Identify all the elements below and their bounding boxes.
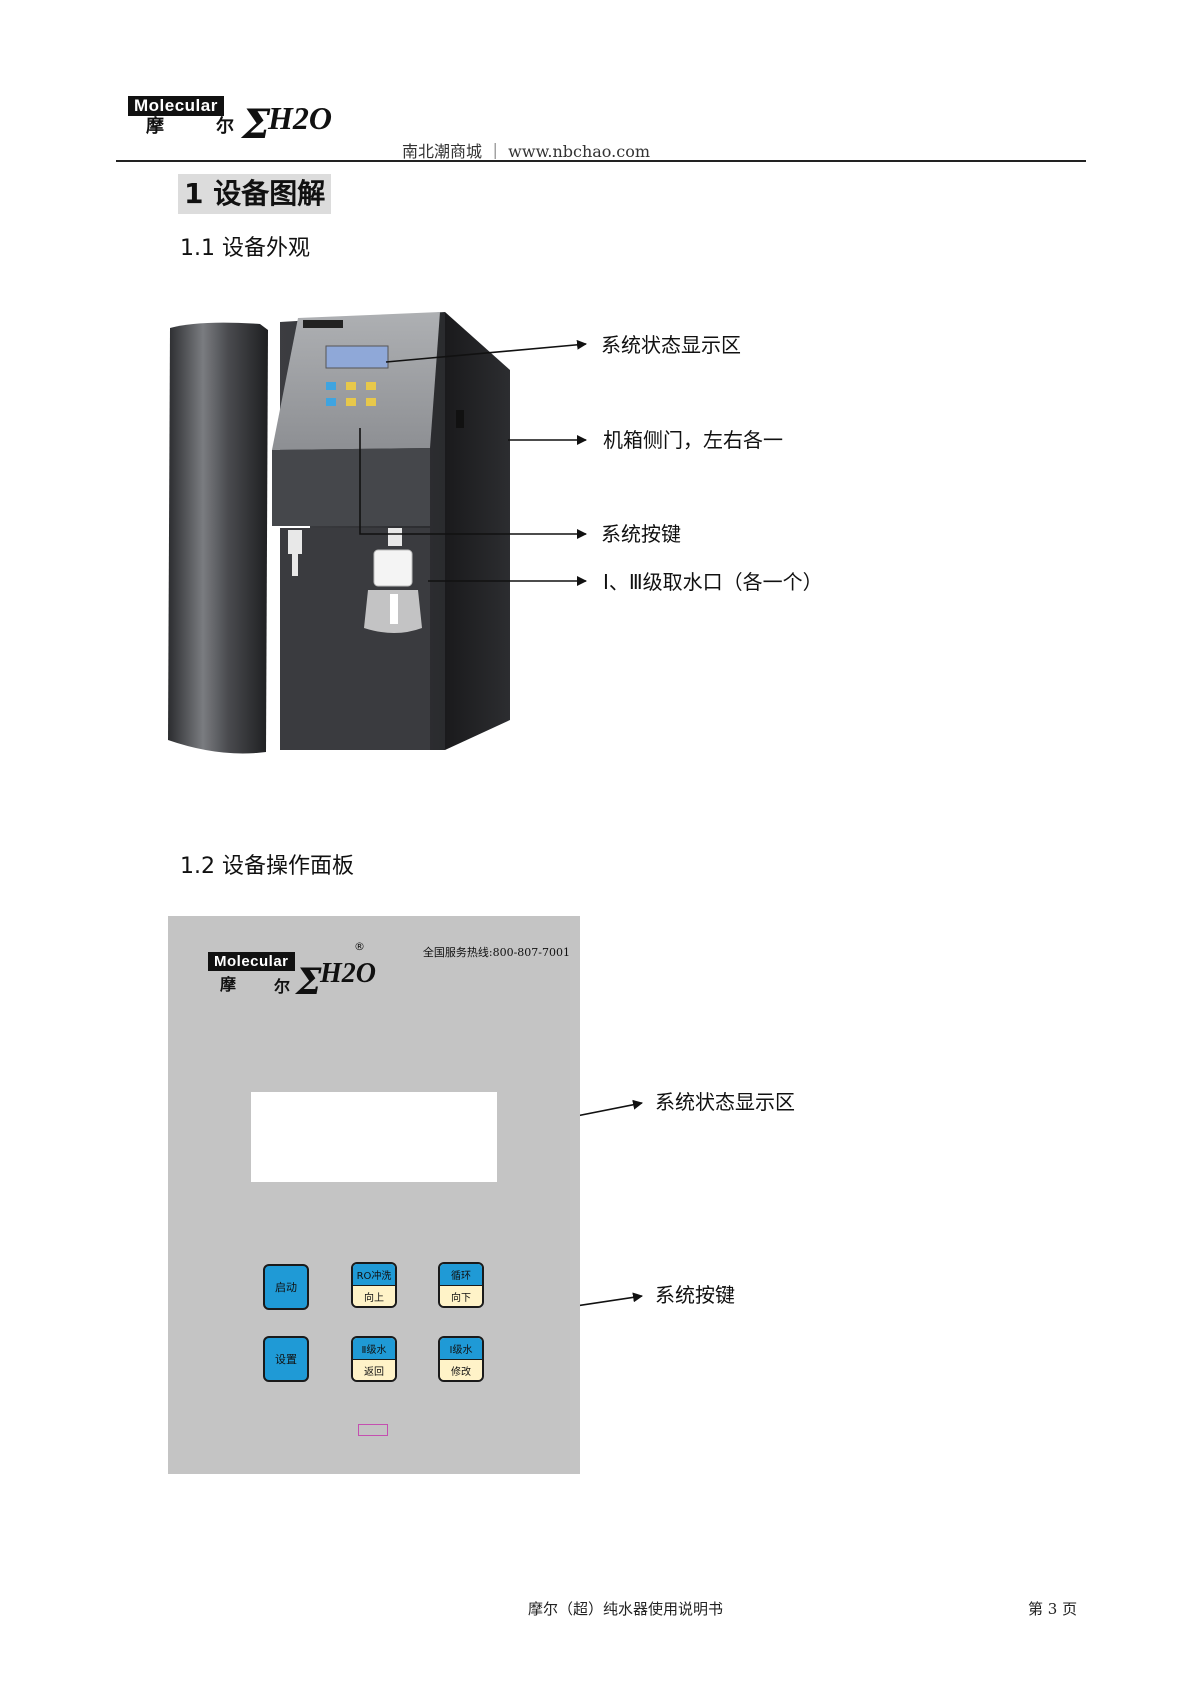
registered-mark: ® <box>354 940 365 953</box>
level1-edit-button[interactable]: Ⅰ级水 修改 <box>438 1336 484 1382</box>
settings-button[interactable]: 设置 <box>263 1336 309 1382</box>
device-key <box>346 382 356 390</box>
control-panel: Molecular 摩 尔 Σ H2O ® 全国服务热线:800-807-700… <box>168 916 580 1474</box>
callout-outlets: Ⅰ、Ⅲ级取水口（各一个） <box>603 570 823 594</box>
faucet-flask-inner <box>390 594 398 624</box>
level2-label: Ⅱ级水 <box>353 1338 395 1360</box>
side-door-handle <box>456 410 464 428</box>
device-key <box>346 398 356 406</box>
back-label: 返回 <box>353 1360 395 1380</box>
cycle-label: 循环 <box>440 1264 482 1286</box>
logo-text-cn-2: 尔 <box>216 116 234 137</box>
start-button[interactable]: 启动 <box>263 1264 309 1310</box>
panel-logo-cn-2: 尔 <box>274 977 291 996</box>
logo-text-en: Molecular <box>128 96 224 116</box>
logo-h2o: H2O <box>268 100 332 136</box>
down-label: 向下 <box>440 1286 482 1306</box>
callout-line-display <box>385 339 587 363</box>
device-lcd <box>325 345 389 369</box>
footer-title: 摩尔（超）纯水器使用说明书 <box>528 1600 724 1618</box>
ro-flush-label: RO冲洗 <box>353 1264 395 1286</box>
callout-side-door: 机箱侧门，左右各一 <box>603 428 783 452</box>
panel-logo-h2o: H2O <box>320 958 376 989</box>
faucet-left-nozzle <box>292 554 298 576</box>
up-label: 向上 <box>353 1286 395 1306</box>
panel-logo-text-en: Molecular <box>208 952 295 971</box>
panel-logo-cn-1: 摩 <box>220 975 237 994</box>
logo-text-cn-1: 摩 <box>146 116 164 137</box>
faucet-filter <box>373 549 413 587</box>
panel-logo: Molecular 摩 尔 Σ H2O ® <box>208 940 388 1022</box>
panel-callout-keys: 系统按键 <box>655 1283 735 1307</box>
device-lower-face <box>272 448 430 526</box>
header-logo: Molecular 摩 尔 Σ H2O <box>128 96 368 156</box>
subsection-panel-title: 1.2 设备操作面板 <box>180 854 354 879</box>
device-key <box>366 398 376 406</box>
panel-callout-display: 系统状态显示区 <box>655 1090 795 1114</box>
device-control-face <box>272 312 440 450</box>
subsection-appearance-title: 1.1 设备外观 <box>180 236 310 261</box>
callout-display: 系统状态显示区 <box>601 333 741 357</box>
cycle-down-button[interactable]: 循环 向下 <box>438 1262 484 1308</box>
callout-line-keys <box>359 428 587 539</box>
device-illustration <box>168 312 510 754</box>
level1-label: Ⅰ级水 <box>440 1338 482 1360</box>
panel-hotline: 全国服务热线:800-807-7001 <box>422 946 570 959</box>
device-key <box>366 382 376 390</box>
callout-keys: 系统按键 <box>601 522 681 546</box>
edit-label: 修改 <box>440 1360 482 1380</box>
ro-flush-up-button[interactable]: RO冲洗 向上 <box>351 1262 397 1308</box>
footer-page-number: 第 3 页 <box>1028 1600 1078 1618</box>
faucet-left <box>288 530 302 554</box>
level2-back-button[interactable]: Ⅱ级水 返回 <box>351 1336 397 1382</box>
device-key <box>326 382 336 390</box>
panel-lcd-display <box>251 1092 497 1182</box>
status-led <box>358 1424 388 1436</box>
device-logo-strip <box>303 320 343 328</box>
header-site: 南北潮商城 ｜ www.nbchao.com <box>402 142 651 161</box>
device-key <box>326 398 336 406</box>
panel-logo-sigma: Σ <box>296 961 322 1003</box>
section-title: 1 设备图解 <box>178 174 332 214</box>
logo-sigma: Σ <box>242 101 271 148</box>
faucet-right <box>388 528 402 546</box>
header-divider <box>116 160 1086 162</box>
device-left-column <box>168 322 268 754</box>
